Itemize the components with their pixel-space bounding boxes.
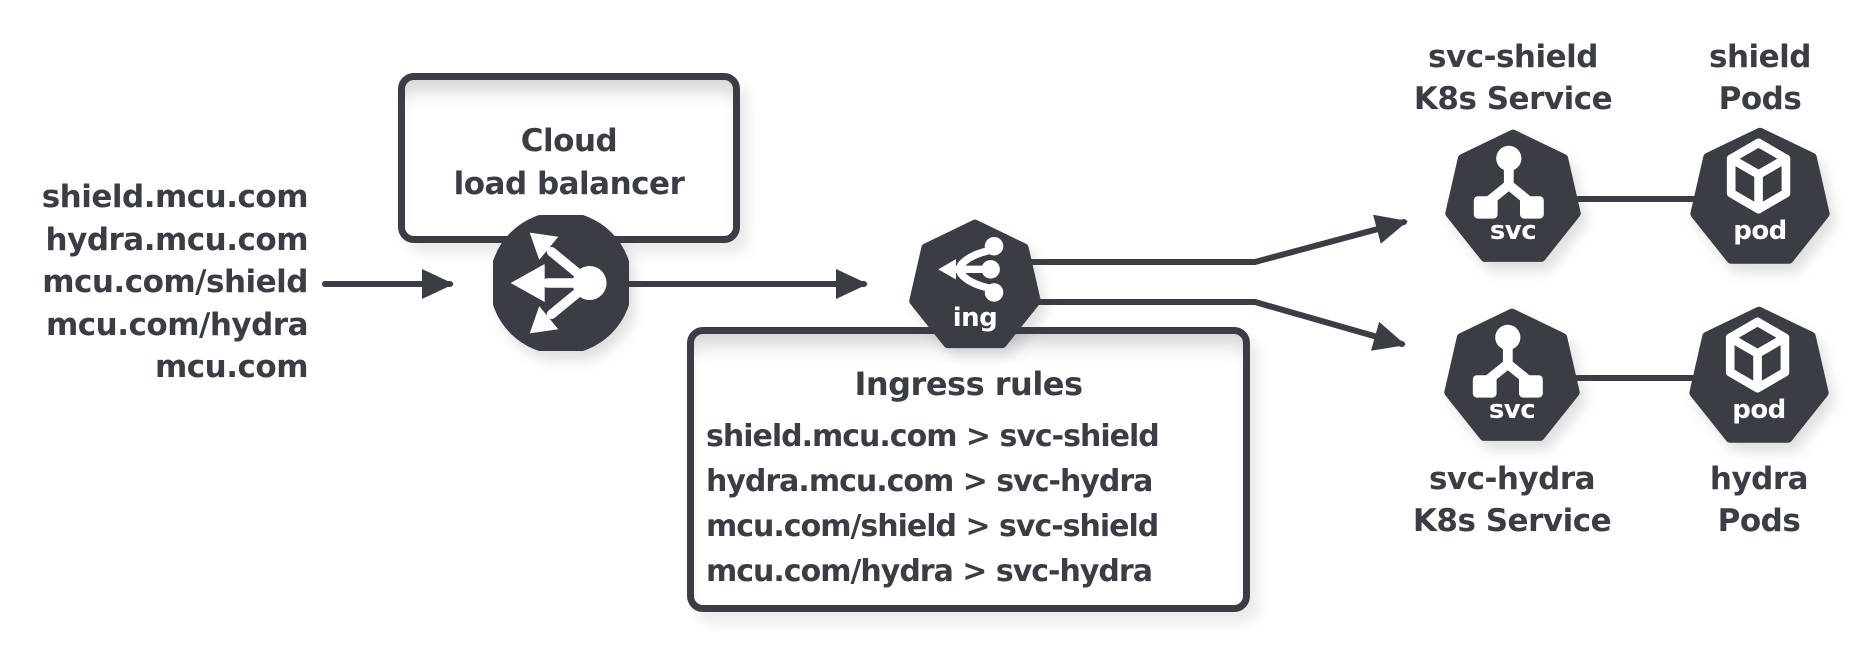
shield-pod-node-icon: pod <box>1688 127 1832 271</box>
pod-node-label: pod <box>1732 395 1786 426</box>
shield-pods-label: shield Pods <box>1709 39 1812 117</box>
pod-node-label: pod <box>1733 216 1787 247</box>
svc-node-label: svc <box>1489 215 1537 246</box>
svc-shield-node-icon: svc <box>1443 129 1583 269</box>
svc-hydra-node-icon: svc <box>1442 308 1582 448</box>
ingress-rule: mcu.com/shield > svc-shield <box>706 509 1159 544</box>
ingress-rules-box: Ingress rules shield.mcu.com > svc-shiel… <box>687 327 1250 612</box>
service-glyph-icon <box>1472 324 1543 398</box>
svc-hydra-label: svc-hydra K8s Service <box>1412 461 1612 539</box>
lb-title-line1: Cloud <box>520 123 618 159</box>
domain-line: shield.mcu.com <box>41 179 309 215</box>
ingress-node-label: ing <box>952 303 998 334</box>
domain-line: hydra.mcu.com <box>45 221 309 258</box>
pod-cube-icon <box>1726 138 1791 214</box>
cloud-load-balancer-box: Cloud load balancer <box>398 73 740 243</box>
hydra-pods-label: hydra Pods <box>1709 461 1809 539</box>
arrow-ingress-to-svc-hydra <box>1027 299 1406 351</box>
ingress-glyph-icon <box>938 236 1004 302</box>
ingress-node-icon: ing <box>907 219 1043 355</box>
domain-line: mcu.com <box>155 349 309 385</box>
load-balancer-icon <box>493 215 629 351</box>
arrow-ingress-to-svc-shield <box>1027 214 1408 265</box>
ingress-rules-title: Ingress rules <box>854 365 1083 403</box>
ingress-rule: shield.mcu.com > svc-shield <box>706 419 1160 454</box>
incoming-domains-list: shield.mcu.com hydra.mcu.com mcu.com/shi… <box>8 176 309 389</box>
svc-node-label: svc <box>1488 394 1536 425</box>
domain-line: mcu.com/shield <box>42 264 308 300</box>
lb-title-line2: load balancer <box>453 166 685 202</box>
ingress-rule: hydra.mcu.com > svc-hydra <box>706 464 1153 499</box>
hydra-pod-node-icon: pod <box>1687 306 1831 450</box>
service-glyph-icon <box>1473 145 1544 219</box>
pod-cube-icon <box>1725 317 1790 393</box>
domain-line: mcu.com/hydra <box>46 306 309 343</box>
ingress-rule: mcu.com/hydra > svc-hydra <box>706 554 1153 589</box>
svc-shield-label: svc-shield K8s Service <box>1413 39 1613 117</box>
